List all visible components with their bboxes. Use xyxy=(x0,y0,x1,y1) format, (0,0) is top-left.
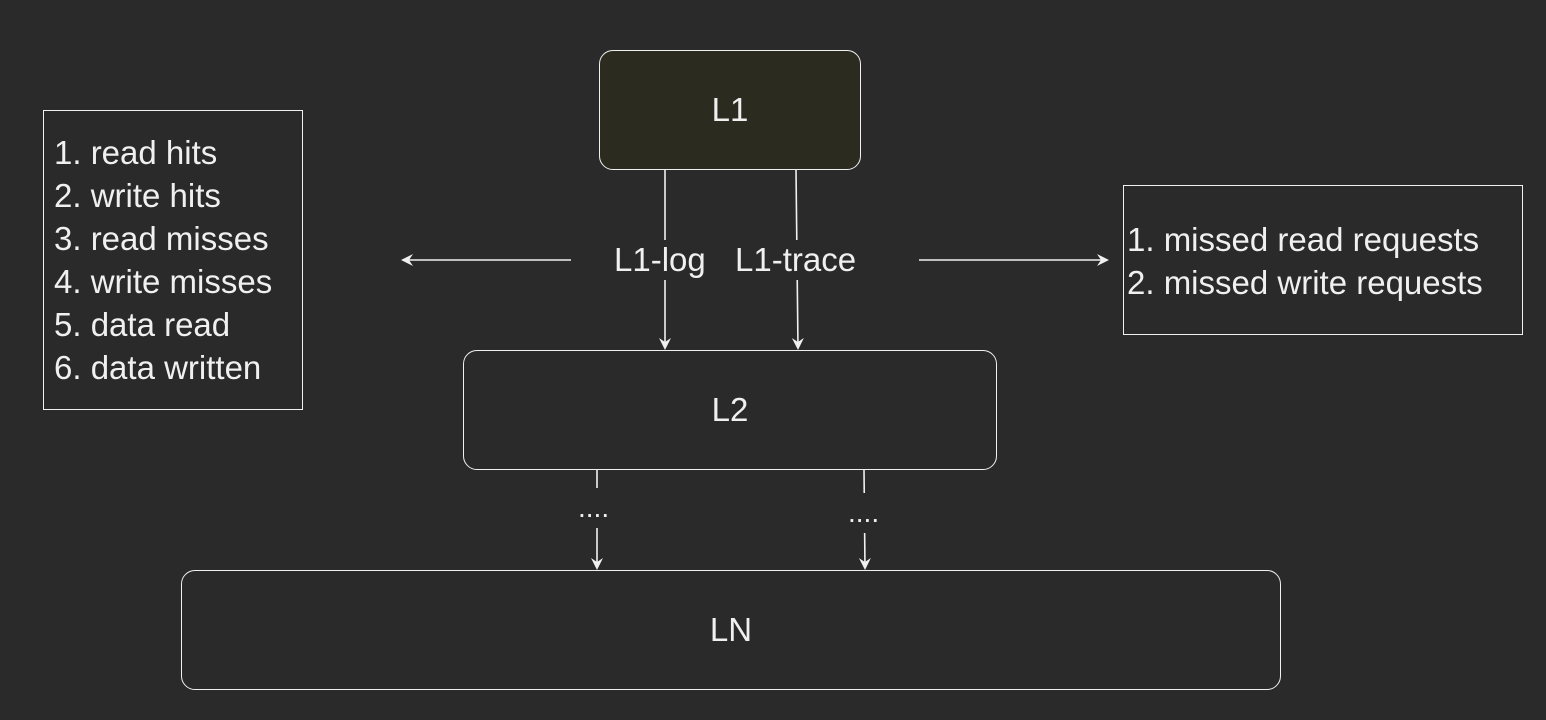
node-l2: L2 xyxy=(463,350,997,470)
node-ln-label: LN xyxy=(709,611,753,648)
node-l1: L1 xyxy=(599,50,861,170)
log-item: 1. read hits xyxy=(54,134,218,171)
trace-item: 2. missed write requests xyxy=(1127,264,1483,301)
edge-label-dots-left: .... xyxy=(578,488,610,528)
edge-label-dots-right: .... xyxy=(848,493,880,533)
log-item: 4. write misses xyxy=(54,263,273,300)
node-ln: LN xyxy=(181,570,1281,690)
log-item: 2. write hits xyxy=(54,177,221,214)
log-item: 3. read misses xyxy=(54,220,269,257)
node-l1-label: L1 xyxy=(711,91,749,128)
trace-item: 1. missed read requests xyxy=(1127,221,1480,258)
edge-label-l1-log: L1-log xyxy=(614,240,706,280)
node-l2-label: L2 xyxy=(711,391,749,428)
edge-label-l1-trace: L1-trace xyxy=(735,240,857,280)
log-item: 5. data read xyxy=(54,306,231,343)
trace-contents-box: 1. missed read requests 2. missed write … xyxy=(1123,185,1523,335)
log-contents-box: 1. read hits 2. write hits 3. read misse… xyxy=(43,110,303,410)
log-item: 6. data written xyxy=(54,349,262,386)
